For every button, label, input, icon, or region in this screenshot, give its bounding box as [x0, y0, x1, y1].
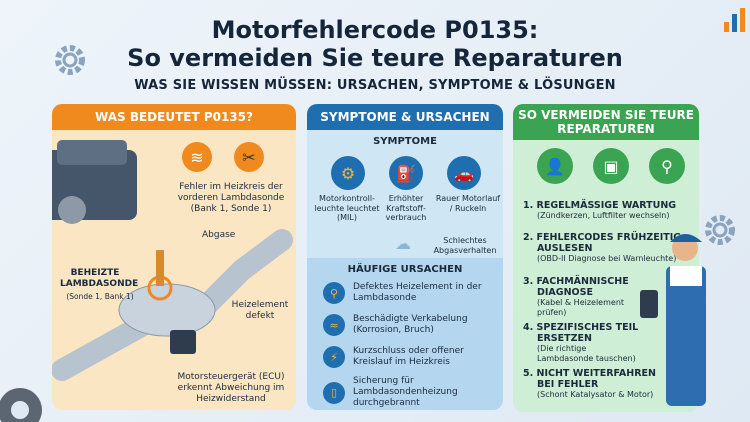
step-title: 3. FACHMÄNNISCHE DIAGNOSE: [523, 276, 629, 298]
fuse-icon: ▯: [323, 381, 345, 404]
panel-symptoms-causes: SYMPTOME & URSACHEN SYMPTOME ⚙ ⛽ 🚗 Motor…: [307, 104, 503, 410]
title-line-1: Motorfehlercode P0135:: [211, 16, 539, 44]
step-title: 1. REGELMÄSSIGE WARTUNG: [523, 200, 677, 211]
step-item: 5. NICHT WEITERFAHREN BEI FEHLER(Schont …: [523, 368, 663, 400]
sensor-title: BEHEIZTE LAMBDASONDE: [60, 268, 139, 289]
symptoms-title: SYMPTOME: [373, 136, 437, 147]
title-line-2: So vermeiden Sie teure Reparaturen: [127, 44, 623, 72]
ecu-text: Motorsteuergerät (ECU) erkennt Abweichun…: [177, 372, 285, 404]
exhaust-label: Abgase: [202, 230, 236, 240]
gear-icon: [0, 388, 42, 422]
cause-item: ⚲ Defektes Heizelement in der Lambdasonde: [323, 282, 483, 304]
cause-item: ≈ Beschädigte Verkabelung (Korrosion, Bru…: [323, 314, 483, 336]
panel-meaning: WAS BEDEUTET P0135? ≋ ✂ Fehler im Heizkr…: [52, 104, 296, 410]
lightning-icon: ⚡: [323, 346, 345, 368]
car-icon: 🚗: [447, 156, 481, 190]
spark-plug-icon: ⚲: [323, 282, 345, 304]
cause-item: ▯ Sicherung für Lambdasondenheizung durch…: [323, 376, 483, 409]
panel-header: WAS BEDEUTET P0135?: [52, 104, 296, 130]
step-title: 5. NICHT WEITERFAHREN BEI FEHLER: [523, 368, 656, 390]
chart-icon: [724, 8, 745, 32]
engine-exhaust-illustration: [52, 140, 293, 381]
heater-label: Heizelement defekt: [231, 300, 289, 321]
panel-header: SO VERMEIDEN SIE TEURE REPARATUREN: [513, 104, 699, 140]
panel-prevention: SO VERMEIDEN SIE TEURE REPARATUREN 👤 ▣ ⚲…: [513, 104, 699, 412]
cause-text: Beschädigte Verkabelung (Korrosion, Bruc…: [353, 314, 468, 335]
step-detail: (OBD-II Diagnose bei Warnleuchte): [537, 254, 677, 263]
fuel-pump-icon: ⛽: [389, 156, 423, 190]
step-detail: (Zündkerzen, Luftfilter wechseln): [537, 211, 670, 220]
check-engine-icon: ⚙: [331, 156, 365, 190]
heat-icon: ≋: [182, 142, 212, 172]
cause-item: ⚡ Kurzschluss oder offener Kreislauf im H…: [323, 346, 483, 368]
step-item: 1. REGELMÄSSIGE WARTUNG(Zündkerzen, Luft…: [523, 200, 693, 221]
cause-text: Sicherung für Lambdasondenheizung durchg…: [353, 376, 458, 408]
sensor-subtitle: (Sonde 1, Bank 1): [66, 292, 134, 301]
panel-header: SYMPTOME & URSACHEN: [307, 104, 503, 130]
subtitle: WAS SIE WISSEN MÜSSEN: URSACHEN, SYMPTOM…: [134, 78, 616, 93]
broken-wire-icon: ✂: [234, 142, 264, 172]
mechanic-icon: 👤: [537, 148, 573, 184]
spark-plug-icon: ⚲: [649, 148, 685, 184]
mechanic-illustration: [640, 234, 706, 406]
cause-text: Defektes Heizelement in der Lambdasonde: [353, 282, 482, 303]
symptom-emissions: Schlechtes Abgasverhalten: [433, 236, 497, 255]
step-detail: (Schont Katalysator & Motor): [537, 390, 654, 399]
cloud-icon: ☁: [395, 234, 411, 253]
symptom-rough: Rauer Motorlauf / Ruckeln: [435, 194, 501, 213]
step-title: 2. FEHLERCODES FRÜHZEITIG AUSLESEN: [523, 232, 682, 254]
cause-text: Kurzschluss oder offener Kreislauf im He…: [353, 346, 464, 367]
step-item: 2. FEHLERCODES FRÜHZEITIG AUSLESEN(OBD-I…: [523, 232, 699, 264]
gear-icon: [55, 45, 85, 75]
broken-cable-icon: ≈: [323, 314, 345, 336]
step-title: 4. SPEZIFISCHES TEIL ERSETZEN: [523, 322, 639, 344]
page-title: Motorfehlercode P0135: So vermeiden Sie …: [0, 16, 750, 72]
diagnostic-tool-icon: ▣: [593, 148, 629, 184]
step-item: 3. FACHMÄNNISCHE DIAGNOSE(Kabel & Heizel…: [523, 276, 633, 317]
fault-text: Fehler im Heizkreis der vorderen Lambdas…: [177, 182, 285, 214]
step-detail: (Kabel & Heizelement prüfen): [537, 298, 625, 317]
causes-title: HÄUFIGE URSACHEN: [347, 264, 463, 275]
step-item: 4. SPEZIFISCHES TEIL ERSETZEN(Die richti…: [523, 322, 641, 363]
symptom-mil: Motorkontroll-leuchte leuchtet (MIL): [314, 194, 380, 222]
gear-icon: [705, 215, 735, 245]
symptom-fuel: Erhöhter Kraftstoff-verbrauch: [385, 194, 427, 222]
step-detail: (Die richtige Lambdasonde tauschen): [537, 344, 636, 363]
